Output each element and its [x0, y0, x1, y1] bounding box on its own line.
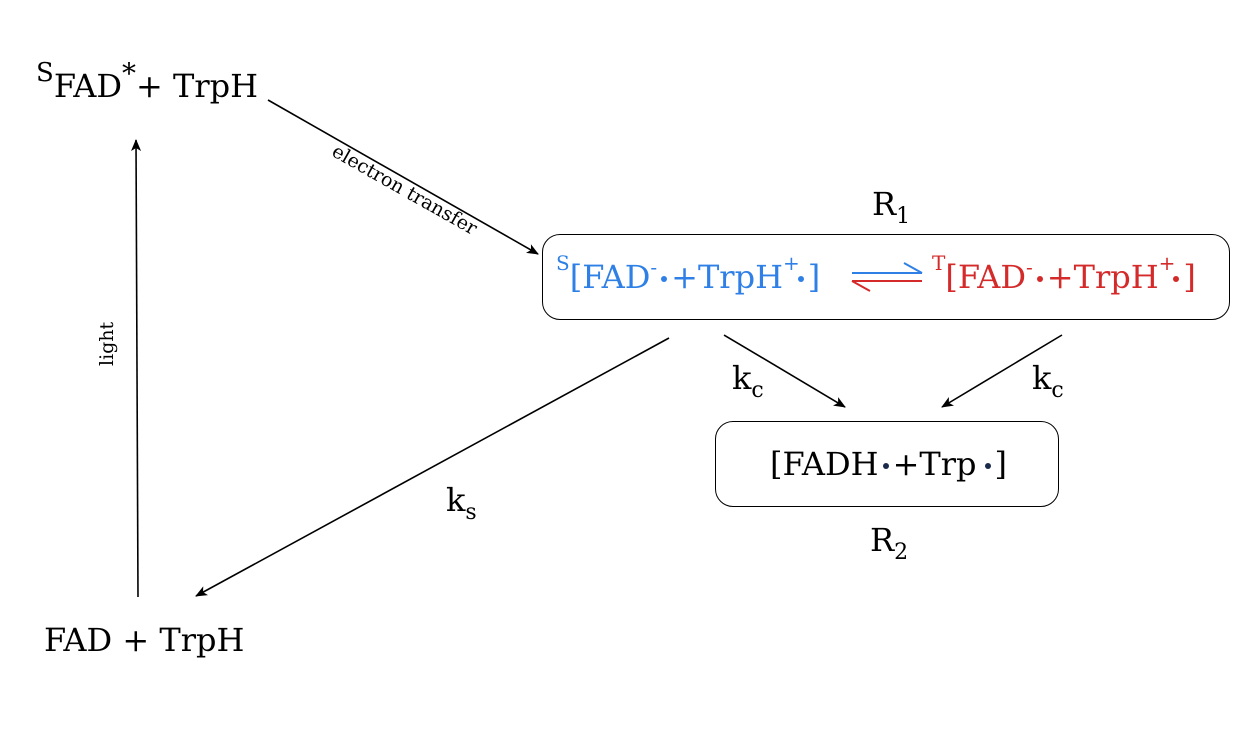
radical-dot	[882, 463, 889, 469]
r2-radical-pair: [FADH+Trp]	[770, 445, 1007, 483]
light-label: light	[96, 321, 118, 366]
singlet-prefix: S	[36, 58, 54, 88]
excited-star: *	[122, 57, 136, 90]
trph-reactant: + TrpH	[136, 67, 259, 105]
radical-dot	[1173, 276, 1180, 282]
radical-dot	[661, 276, 668, 282]
radical-pair-r2-box	[715, 421, 1059, 507]
triplet-radical-pair: T[FAD-+TrpH+]	[932, 251, 1196, 296]
singlet-radical-pair: S[FAD-+TrpH+]	[556, 251, 821, 296]
r2-label: R2	[870, 521, 909, 565]
radical-pair-r1-box	[542, 234, 1230, 320]
triplet-prefix-r1: T	[932, 251, 946, 275]
kc-right-label: kc	[1032, 359, 1064, 403]
light-arrow	[131, 139, 142, 598]
ks-arrow	[195, 337, 670, 597]
kc-left-label: kc	[732, 359, 764, 403]
equilibrium-arrows	[851, 262, 923, 292]
radical-dot	[797, 276, 804, 282]
kc-right-arrow	[941, 334, 1063, 408]
radical-dot	[984, 463, 991, 469]
electron-transfer-arrow	[267, 99, 539, 255]
r1-label: R1	[872, 185, 911, 229]
ks-label: ks	[446, 481, 477, 525]
kc-left-arrow	[723, 334, 846, 408]
radical-dot	[1036, 276, 1043, 282]
excited-state-label: SFAD*+ TrpH	[36, 60, 259, 105]
singlet-prefix-r1: S	[556, 251, 570, 275]
ground-state-label: FAD + TrpH	[44, 621, 245, 659]
fad-species: FAD	[53, 67, 122, 105]
